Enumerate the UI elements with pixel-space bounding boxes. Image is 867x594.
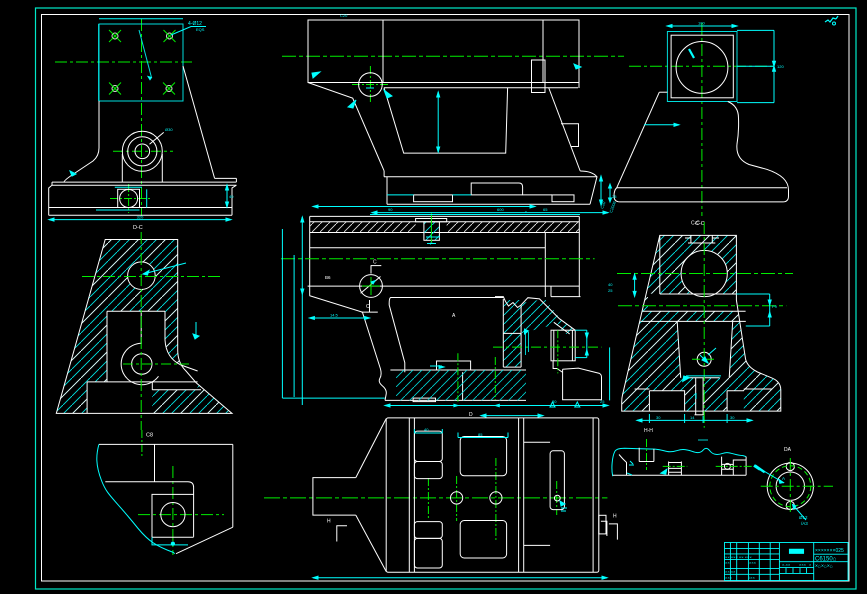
svg-text:40: 40 — [229, 194, 234, 199]
svg-text:C8: C8 — [146, 433, 153, 439]
svg-text:C-C: C-C — [691, 221, 700, 227]
svg-text:85: 85 — [478, 432, 483, 437]
svg-text:40: 40 — [424, 427, 429, 432]
svg-text:C20: C20 — [599, 200, 606, 209]
svg-text:90: 90 — [388, 207, 393, 212]
svg-text:30: 30 — [730, 415, 735, 420]
svg-text:×⌂×⌂×⌂: ×⌂×⌂×⌂ — [815, 564, 833, 570]
svg-text:C6150⌂: C6150⌂ — [815, 557, 837, 563]
svg-text:D: D — [469, 412, 473, 418]
svg-text:B6: B6 — [325, 275, 331, 280]
svg-text:A: A — [782, 476, 785, 481]
svg-text:C20: C20 — [340, 13, 348, 18]
svg-text:Ø30: Ø30 — [165, 127, 173, 132]
svg-text:40: 40 — [608, 282, 613, 287]
svg-text:×××: ××× — [749, 560, 757, 565]
svg-text:×× ××: ×× ×× — [725, 569, 736, 574]
svg-text:25: 25 — [600, 399, 605, 404]
svg-text:H: H — [613, 514, 617, 520]
svg-text:30: 30 — [656, 415, 661, 420]
svg-text:/A3: /A3 — [801, 521, 808, 526]
svg-text:×××: ××× — [799, 562, 807, 567]
svg-text:320: 320 — [137, 215, 144, 220]
svg-text:×: × — [809, 562, 812, 567]
svg-text:30: 30 — [552, 399, 557, 404]
svg-text:D-C: D-C — [133, 225, 143, 231]
svg-text:DA: DA — [784, 447, 792, 453]
svg-text:14.5: 14.5 — [330, 313, 339, 318]
svg-text:C-C: C-C — [695, 221, 705, 227]
svg-text:EQS: EQS — [196, 27, 205, 32]
svg-text:C: C — [373, 260, 377, 266]
svg-text:×× ××× ×× ×××: ×× ××× ×× ××× — [725, 555, 752, 560]
svg-text:4-Ø12: 4-Ø12 — [188, 21, 202, 27]
svg-text:120: 120 — [777, 64, 784, 69]
svg-text:P: P — [430, 241, 433, 246]
svg-text:14: 14 — [690, 415, 695, 420]
svg-text:Ø12: Ø12 — [799, 515, 808, 520]
svg-text:600: 600 — [497, 207, 504, 212]
svg-text:25: 25 — [608, 288, 613, 293]
svg-text:×-××: ×-×× — [782, 562, 791, 567]
svg-text:H-H: H-H — [644, 428, 653, 434]
svg-text:180: 180 — [698, 21, 705, 26]
svg-text:c: c — [525, 209, 527, 214]
svg-text:C2006: C2006 — [608, 200, 617, 214]
svg-text:××: ×× — [725, 560, 730, 565]
svg-text:A: A — [452, 313, 456, 319]
svg-text:H: H — [327, 519, 331, 525]
svg-text:P9: P9 — [772, 304, 778, 309]
svg-text:65: 65 — [543, 207, 548, 212]
svg-text:×××: ××× — [725, 575, 733, 580]
svg-text:25: 25 — [612, 194, 617, 199]
svg-text:C: C — [366, 304, 370, 310]
svg-text:×××××××025: ×××××××025 — [815, 548, 844, 554]
svg-text:/××: /×× — [749, 575, 755, 580]
